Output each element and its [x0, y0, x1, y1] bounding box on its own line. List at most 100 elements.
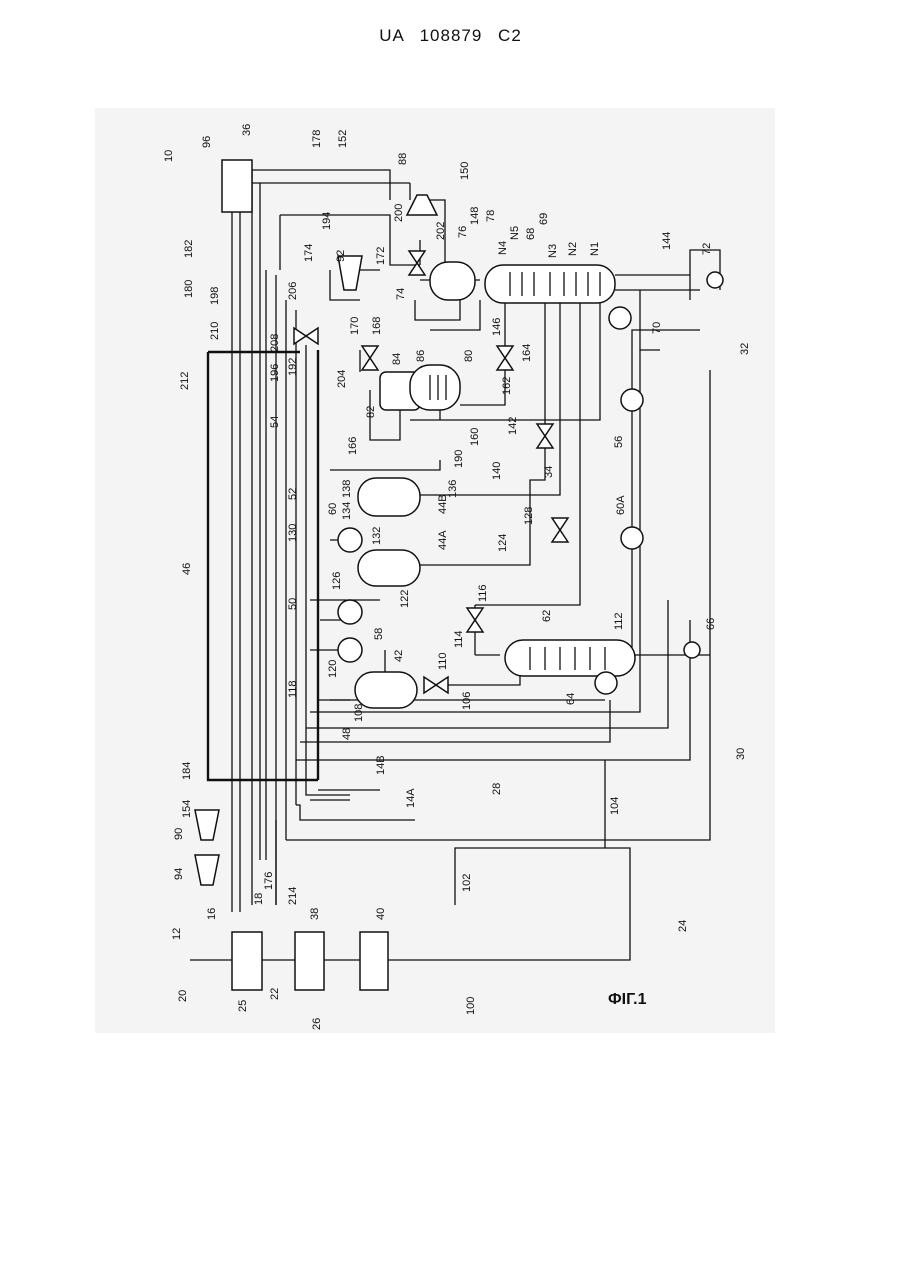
label-204: 204	[336, 370, 348, 388]
label-128: 128	[523, 507, 535, 525]
label-80: 80	[463, 350, 475, 362]
valve-200	[409, 251, 425, 275]
label-28: 28	[491, 783, 503, 795]
label-206: 206	[287, 282, 299, 300]
label-154: 154	[181, 800, 193, 818]
label-92: 92	[335, 250, 347, 262]
label-48: 48	[341, 728, 353, 740]
label-72: 72	[701, 243, 713, 255]
vessel-44A	[358, 550, 420, 586]
exchanger-60	[338, 528, 362, 552]
label-200: 200	[393, 204, 405, 222]
label-76: 76	[457, 226, 469, 238]
label-94: 94	[173, 868, 185, 880]
label-86: 86	[415, 350, 427, 362]
label-114: 114	[453, 630, 465, 648]
label-176: 176	[263, 872, 275, 890]
label-32: 32	[739, 343, 751, 355]
label-210: 210	[209, 322, 221, 340]
pump-72	[707, 272, 723, 288]
exchanger-58-lower	[338, 638, 362, 662]
unit-25	[232, 932, 262, 990]
compressor-90	[195, 810, 219, 840]
pump-66	[684, 642, 700, 658]
exchanger-58-upper	[338, 600, 362, 624]
label-174: 174	[303, 244, 315, 262]
label-182: 182	[183, 240, 195, 258]
label-104: 104	[609, 797, 621, 815]
label-44A: 44A	[437, 530, 449, 550]
valve-142	[537, 424, 553, 448]
label-38: 38	[309, 908, 321, 920]
label-168: 168	[371, 317, 383, 335]
label-148: 148	[469, 207, 481, 225]
label-106: 106	[461, 692, 473, 710]
exchanger-60A	[621, 527, 643, 549]
label-69: 69	[538, 213, 550, 225]
label-12: 12	[171, 928, 183, 940]
label-N2: N2	[567, 242, 579, 256]
label-52: 52	[287, 488, 299, 500]
label-134: 134	[341, 502, 353, 520]
drum-76	[430, 262, 475, 300]
label-14A: 14A	[405, 788, 417, 808]
label-82: 82	[365, 406, 377, 418]
label-116: 116	[477, 584, 489, 602]
label-14B: 14B	[375, 755, 387, 775]
valve-204	[362, 346, 378, 370]
label-40: 40	[375, 908, 387, 920]
label-62: 62	[541, 610, 553, 622]
label-N3: N3	[547, 244, 559, 258]
label-118: 118	[287, 680, 299, 698]
unit-40	[360, 932, 388, 990]
label-194: 194	[321, 212, 333, 230]
valve-110	[424, 677, 448, 693]
label-124: 124	[497, 534, 509, 552]
label-196: 196	[269, 364, 281, 382]
label-10: 10	[163, 150, 175, 162]
label-N1: N1	[589, 242, 601, 256]
label-70: 70	[651, 322, 663, 334]
label-172: 172	[375, 247, 387, 265]
label-N5: N5	[509, 226, 521, 240]
equipment	[195, 160, 723, 990]
label-60A: 60A	[615, 495, 627, 515]
label-22: 22	[269, 988, 281, 1000]
label-112: 112	[613, 612, 625, 630]
valve-116	[467, 608, 483, 632]
label-132: 132	[371, 527, 383, 545]
label-56: 56	[613, 436, 625, 448]
label-150: 150	[459, 162, 471, 180]
label-162: 162	[501, 377, 513, 395]
label-34: 34	[543, 466, 555, 478]
reboiler-64	[595, 672, 617, 694]
label-208: 208	[269, 334, 281, 352]
label-126: 126	[331, 572, 343, 590]
label-30: 30	[735, 748, 747, 760]
label-110: 110	[437, 652, 449, 670]
label-58: 58	[373, 628, 385, 640]
label-54: 54	[269, 416, 281, 428]
valve-164	[497, 346, 513, 370]
reboiler-70	[609, 307, 631, 329]
label-184: 184	[181, 762, 193, 780]
label-190: 190	[453, 450, 465, 468]
label-18: 18	[253, 893, 265, 905]
unit-38	[295, 932, 324, 990]
label-214: 214	[287, 887, 299, 905]
label-66: 66	[705, 618, 717, 630]
label-74: 74	[395, 288, 407, 300]
label-102: 102	[461, 874, 473, 892]
label-138: 138	[341, 480, 353, 498]
label-N4: N4	[497, 241, 509, 255]
label-84: 84	[391, 353, 403, 365]
exchanger-56	[621, 389, 643, 411]
label-122: 122	[399, 590, 411, 608]
label-50: 50	[287, 598, 299, 610]
label-46: 46	[181, 563, 193, 575]
label-152: 152	[337, 130, 349, 148]
valve-208	[294, 328, 318, 344]
label-180: 180	[183, 280, 195, 298]
label-108: 108	[353, 704, 365, 722]
label-44B: 44B	[437, 494, 449, 514]
